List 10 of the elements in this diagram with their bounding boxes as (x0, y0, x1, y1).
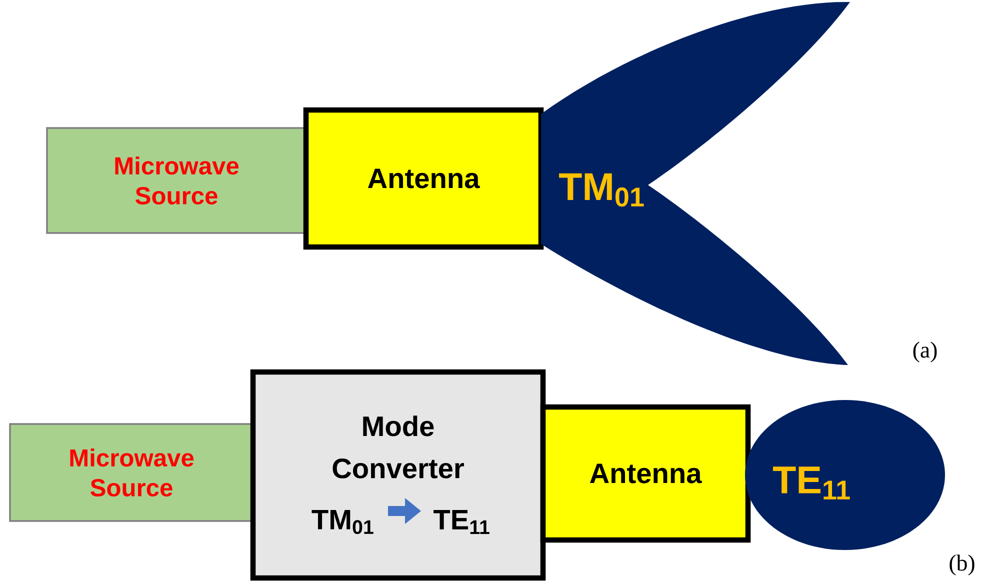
antenna-box: Antenna (540, 404, 751, 543)
panel-label: (a) (913, 342, 937, 362)
panel-label: (b) (950, 554, 974, 576)
source-box: Microwave Source (46, 127, 307, 234)
antenna-box: Antenna (303, 107, 544, 250)
radiation-pattern: TE$_{11}$ (745, 400, 945, 550)
mode-label: TM$_{01}$ (312, 510, 374, 534)
mode-label: TE$_{11}$ (434, 510, 490, 534)
source-box: Microwave Source (9, 423, 254, 522)
radiation-pattern: TM$_{01}$ (541, 2, 850, 365)
